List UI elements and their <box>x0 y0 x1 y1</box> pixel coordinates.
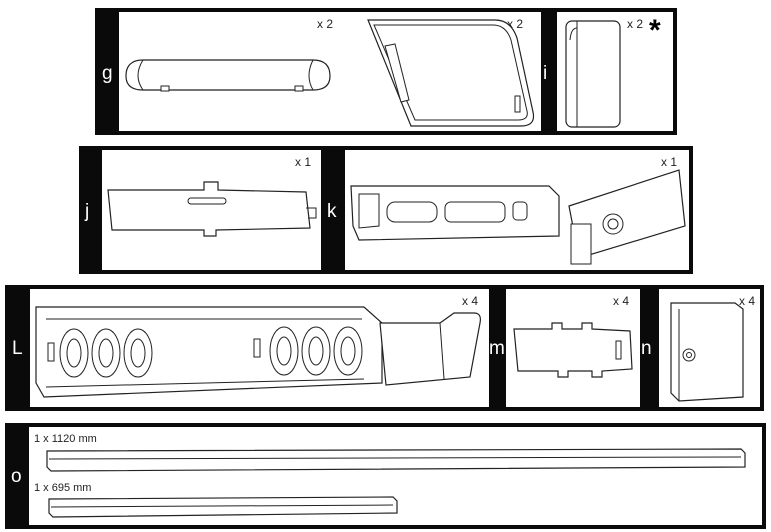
connector-plate-icon <box>106 178 322 240</box>
part-qty-n: x 4 <box>739 294 756 308</box>
parts-row-2: j x 1 k x 1 <box>79 146 693 274</box>
part-letter-h: h <box>345 63 356 84</box>
part-letter-n: n <box>641 338 652 359</box>
part-qty-j: x 1 <box>295 155 312 169</box>
note-asterisk: * <box>649 14 661 47</box>
part-letter-g: g <box>102 63 113 84</box>
corner-bracket-icon <box>349 166 689 270</box>
end-stop-block-icon <box>665 299 745 403</box>
parts-row-3: L x 4 m x 4 n x 4 <box>5 285 764 411</box>
part-letter-m: m <box>489 338 505 359</box>
part-panel-k: x 1 <box>345 150 689 270</box>
rail-profile-icon <box>45 447 747 473</box>
part-letter-i: i <box>543 63 548 84</box>
end-cap-oval-icon <box>123 56 333 96</box>
part-qty-L: x 4 <box>462 294 479 308</box>
end-cap-rounded-frame-icon <box>365 16 535 131</box>
part-qty-k: x 1 <box>661 155 678 169</box>
rail-length-label-2: 1 x 695 mm <box>34 482 92 494</box>
part-letter-L: L <box>12 338 23 359</box>
part-qty-i: x 2 <box>627 17 644 31</box>
part-panel-m: x 4 <box>506 289 640 407</box>
clip-plate-icon <box>512 319 636 381</box>
part-panel-o: 1 x 1120 mm 1 x 695 mm <box>29 427 762 525</box>
parts-row-4: o 1 x 1120 mm 1 x 695 mm <box>5 423 766 529</box>
rail-profile-icon <box>47 495 399 519</box>
part-panel-h: x 2 <box>361 12 541 131</box>
part-panel-n: x 4 <box>659 289 760 407</box>
part-qty-g: x 2 <box>317 17 334 31</box>
part-panel-j: x 1 <box>102 150 321 270</box>
part-letter-o: o <box>11 466 22 487</box>
end-cap-block-icon <box>565 20 625 130</box>
part-panel-L: x 4 <box>30 289 489 407</box>
part-letter-j: j <box>85 201 90 222</box>
part-letter-k: k <box>327 201 337 222</box>
parts-row-1: g x 2 h x 2 i x 2 * <box>95 8 677 135</box>
glider-runner-strip-icon <box>34 303 484 403</box>
part-panel-i: x 2 * <box>557 12 673 131</box>
rail-length-label-1: 1 x 1120 mm <box>34 433 97 445</box>
part-qty-m: x 4 <box>613 294 630 308</box>
